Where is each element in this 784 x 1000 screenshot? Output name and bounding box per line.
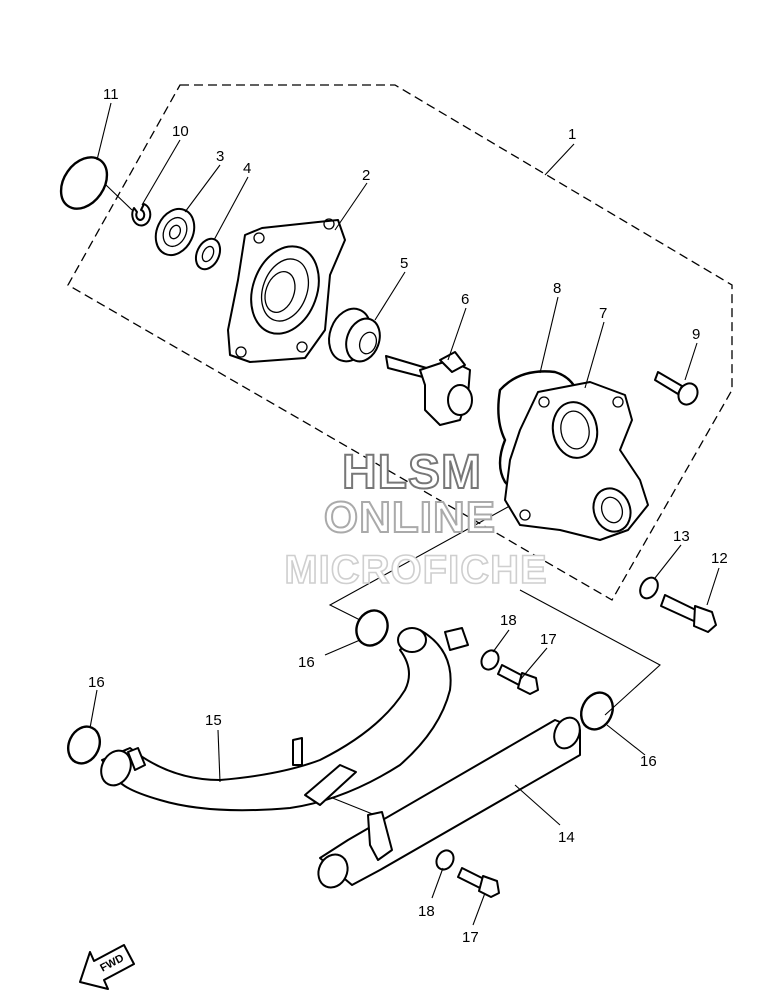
- callout-3: 3: [216, 148, 224, 165]
- callout-8: 8: [553, 280, 561, 297]
- callout-12: 12: [711, 550, 728, 567]
- fwd-arrow: FWD: [79, 944, 135, 990]
- bolt-9: [654, 371, 699, 406]
- watermark-line-2: ONLINE: [324, 493, 496, 542]
- callout-2: 2: [362, 167, 370, 184]
- callout-7: 7: [599, 305, 607, 322]
- callout-15: 15: [205, 712, 222, 729]
- callout-6: 6: [461, 291, 469, 308]
- callout-18-upper: 18: [500, 612, 517, 629]
- bolt-17-upper: [497, 664, 539, 695]
- callout-16-right: 16: [640, 753, 657, 770]
- callout-11: 11: [103, 86, 119, 103]
- bearing-3: [154, 207, 196, 257]
- impeller-shaft-6: [385, 351, 473, 426]
- bolt-17-lower: [457, 867, 500, 898]
- callout-16-left: 16: [88, 674, 105, 691]
- callout-17-lower: 17: [462, 929, 479, 946]
- bolt-12: [660, 594, 717, 633]
- callout-10: 10: [172, 123, 189, 140]
- o-ring-16-left: [67, 725, 101, 765]
- pipe-15: [100, 627, 469, 812]
- callout-1: 1: [568, 126, 576, 143]
- callout-9: 9: [692, 326, 700, 343]
- seal-4: [194, 237, 222, 271]
- watermark-line-1: HLSM: [342, 446, 482, 499]
- callout-4: 4: [243, 160, 251, 177]
- callout-17-upper: 17: [540, 631, 557, 648]
- o-ring-16-right: [580, 691, 614, 731]
- o-ring-11: [59, 156, 109, 210]
- assembly-dashed-boundary: [67, 84, 733, 601]
- o-ring-16-upper: [355, 609, 389, 647]
- washer-18-upper: [480, 649, 500, 671]
- routing-line-right: [519, 589, 661, 716]
- washer-13: [639, 576, 659, 600]
- mechanical-seal-5: [328, 307, 381, 363]
- callout-5: 5: [400, 255, 408, 272]
- pump-cover-7: [504, 381, 649, 541]
- leader-lines: [89, 102, 720, 926]
- callout-13: 13: [673, 528, 690, 545]
- washer-18-lower: [435, 849, 455, 871]
- circlip-10: [131, 203, 152, 227]
- pipe-14: [317, 716, 581, 889]
- watermark: HLSM ONLINE MICROFICHE: [284, 445, 548, 593]
- housing-plate-2: [227, 218, 346, 363]
- callout-14: 14: [558, 829, 575, 846]
- callout-16-upper: 16: [298, 654, 315, 671]
- routing-line-upper: [328, 469, 576, 621]
- watermark-line-3: MICROFICHE: [284, 548, 547, 592]
- callout-18-lower: 18: [418, 903, 435, 920]
